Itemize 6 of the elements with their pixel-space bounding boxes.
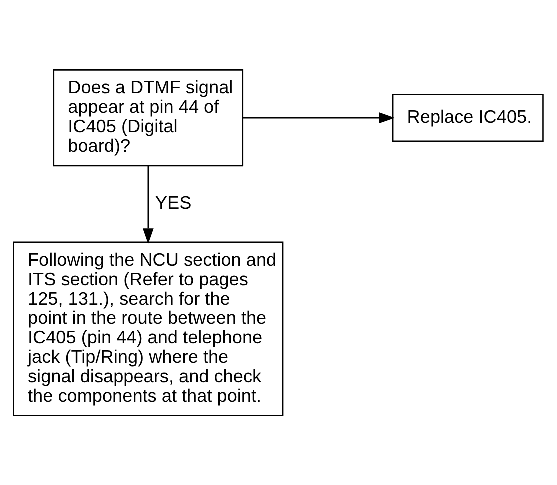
arrow [142,166,154,244]
edge-label: YES [155,192,192,212]
node-box: Does a DTMF signal appear at pin 44 of IC405 (Digital board)? [53,69,244,166]
node-box: Replace IC405. [392,94,544,142]
node-box: Following the NCU section and ITS section (Refer to pages 125, 131.), search for the point in the route between the IC405 (pin 44) and telephone jack (Tip/Ring) where the signal disappears, and check the components at that point. [13,241,284,416]
arrow [243,112,396,124]
